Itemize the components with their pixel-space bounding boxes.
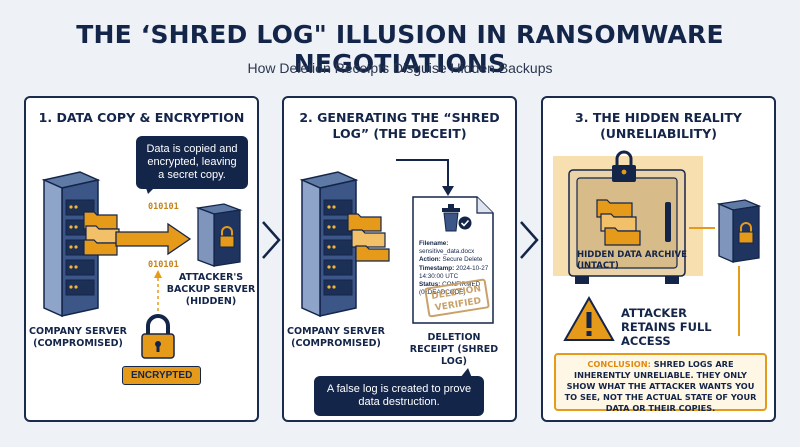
check-badge-icon <box>458 216 472 230</box>
panel-title: 1. DATA COPY & ENCRYPTION <box>38 110 245 125</box>
backup-server-caption: ATTACKER'S BACKUP SERVER (HIDDEN) <box>166 272 256 307</box>
company-server-caption: COMPANY SERVER (COMPROMISED) <box>287 326 385 349</box>
conclusion-box: CONCLUSION: SHRED LOGS ARE INHERENTLY UN… <box>554 353 767 413</box>
folder-icon <box>596 199 641 246</box>
document-icon <box>412 196 494 324</box>
folder-icon <box>83 211 120 256</box>
conclusion-text: SHRED LOGS ARE INHERENTLY UNRELIABLE. TH… <box>564 359 757 413</box>
backup-server-icon <box>195 203 243 267</box>
panel-title: 2. GENERATING THE “SHRED LOG” (THE DECEI… <box>299 110 500 141</box>
binary-stream-top: 010101 <box>148 202 179 212</box>
chevron-right-icon <box>520 221 539 259</box>
info-bubble: A false log is created to prove data des… <box>314 376 484 416</box>
panel-shred-log: 2. GENERATING THE “SHRED LOG” (THE DECEI… <box>282 96 517 422</box>
conclusion-lead: CONCLUSION: <box>587 359 651 369</box>
backup-server-icon <box>716 199 762 263</box>
warning-triangle-icon <box>563 295 615 341</box>
encrypted-badge: ENCRYPTED <box>122 366 202 385</box>
bubble-tail <box>460 368 472 378</box>
panel-data-copy: 1. DATA COPY & ENCRYPTION Data is copied… <box>24 96 259 422</box>
company-server-caption: COMPANY SERVER (COMPROMISED) <box>29 326 127 349</box>
padlock-icon <box>141 314 175 359</box>
main-title: THE ‘SHRED LOG" ILLUSION IN RANSOMWARE N… <box>76 20 724 78</box>
server-rack-icon <box>299 171 359 318</box>
chevron-right-icon <box>262 221 281 259</box>
deletion-receipt: Filename: sensitive_data.docx Action: Se… <box>412 196 494 324</box>
receipt-fields: Filename: sensitive_data.docx Action: Se… <box>419 240 489 297</box>
bubble-tail <box>144 182 160 194</box>
receipt-caption: DELETION RECEIPT (SHRED LOG) <box>409 332 499 367</box>
binary-stream-bottom: 010101 <box>148 260 179 270</box>
dashed-connector <box>154 270 162 318</box>
archive-label: HIDDEN DATA ARCHIVE (INTACT) <box>577 250 687 271</box>
padlock-icon <box>612 150 636 182</box>
warning-text: ATTACKER RETAINS FULL ACCESS <box>621 306 712 348</box>
flow-arrow <box>396 159 454 196</box>
panel-hidden-reality: 3. THE HIDDEN REALITY (UNRELIABILITY) HI… <box>541 96 776 422</box>
copy-arrow <box>115 222 192 256</box>
subtitle: How Deletion Receipts Disguise Hidden Ba… <box>247 60 553 76</box>
folder-icon <box>347 213 390 262</box>
info-bubble: Data is copied and encrypted, leaving a … <box>136 136 248 189</box>
access-link <box>689 227 740 336</box>
panel-title: 3. THE HIDDEN REALITY (UNRELIABILITY) <box>575 110 742 141</box>
trash-can-icon <box>442 204 460 232</box>
